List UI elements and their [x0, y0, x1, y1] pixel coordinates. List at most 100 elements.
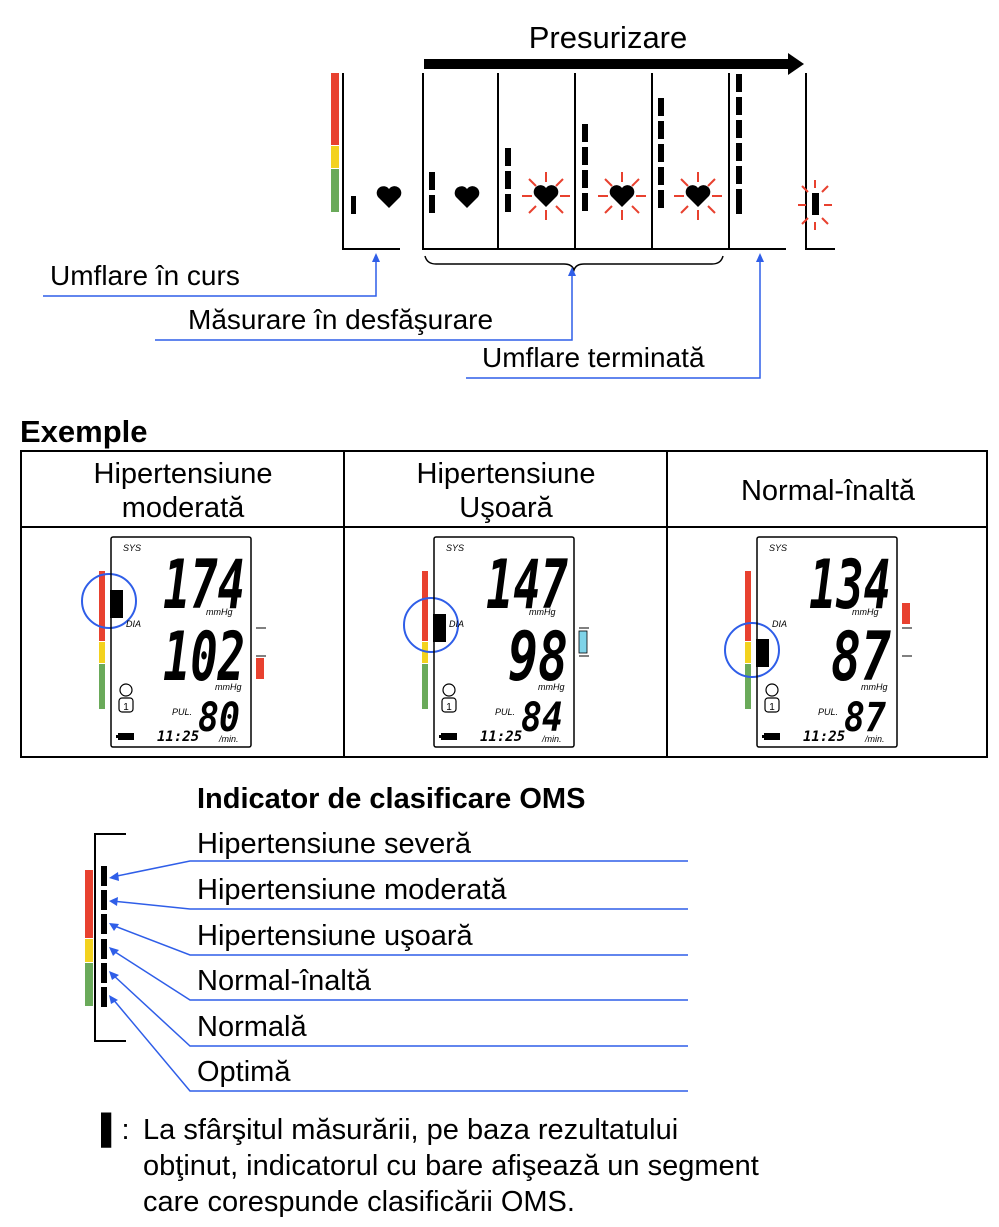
lcd-mmhg-label: mmHg [861, 682, 888, 692]
who-bracket [94, 833, 126, 1042]
note-line-3: care corespunde clasificării OMS. [143, 1186, 575, 1218]
bar-stack [736, 74, 742, 214]
battery-icon [439, 733, 457, 740]
lcd-mmhg-label: mmHg [215, 682, 242, 692]
user-icon: 1 [441, 683, 457, 713]
who-segments [101, 866, 107, 1007]
col2-header-line1: Hipertensiune [417, 458, 596, 490]
who-title: Indicator de clasificare OMS [197, 783, 585, 815]
highlight-circle [81, 573, 137, 629]
pressurize-arrow [424, 53, 804, 75]
lcd-dia-value: 102 [163, 618, 245, 697]
lcd-mmhg-label: mmHg [529, 607, 556, 617]
lcd-dia-value: 98 [508, 618, 568, 697]
col3-header: Normal-înaltă [741, 475, 916, 507]
lcd-sys-value: 134 [809, 546, 891, 625]
who-arrowheads [109, 872, 119, 1004]
col1-header-line1: Hipertensiune [94, 458, 273, 490]
who-level-normal: Normală [197, 1011, 307, 1043]
bar-stack [582, 124, 588, 211]
lcd-frame [110, 536, 252, 748]
examples-table [20, 450, 988, 758]
lcd-example-high-normal: SYS 134 mmHg DIA 87 mmHg 1 PUL. 87 11:25… [724, 536, 912, 748]
col2-header-line2: Uşoară [459, 492, 553, 524]
heart-icon [454, 186, 480, 208]
who-level-mild: Hipertensiune uşoară [197, 920, 474, 952]
callout-lines [43, 260, 761, 379]
lcd-pul-label: PUL. [495, 707, 515, 717]
svg-text:1: 1 [769, 702, 775, 713]
bar-segment [351, 196, 356, 214]
flashing-heart-icon [674, 172, 722, 220]
flashing-heart-icon [598, 172, 646, 220]
label-inflating: Umflare în curs [50, 260, 240, 291]
who-segment [756, 639, 769, 667]
who-segment [433, 614, 446, 642]
display-frames [342, 73, 835, 250]
flashing-heart-icon [522, 172, 570, 220]
bar-segment [429, 172, 435, 190]
examples-heading: Exemple [20, 414, 148, 449]
who-level-severe: Hipertensiune severă [197, 828, 472, 860]
lcd-pul-label: PUL. [172, 707, 192, 717]
who-segment [110, 590, 123, 618]
who-level-high-normal: Normal-înaltă [197, 965, 372, 997]
lcd-mmhg-label: mmHg [538, 682, 565, 692]
lcd-time: 11:25 [803, 729, 845, 745]
lcd-frame [756, 536, 898, 748]
lcd-sys-label: SYS [123, 543, 141, 553]
lcd-example-moderate: SYS 174 mmHg DIA 102 mmHg 1 PUL. 80 11:2… [81, 536, 266, 748]
lcd-time: 11:25 [157, 729, 199, 745]
who-callout-lines [111, 860, 688, 1092]
lcd-sys-label: SYS [446, 543, 464, 553]
lcd-min-label: /min. [864, 734, 885, 744]
side-indicator [578, 630, 588, 654]
battery-icon [116, 733, 134, 740]
who-level-moderate: Hipertensiune moderată [197, 874, 507, 906]
side-indicator [256, 658, 264, 679]
lcd-min-label: /min. [541, 734, 562, 744]
callout-arrowheads [372, 253, 764, 276]
col1-header-line2: moderată [122, 492, 245, 524]
label-measuring: Măsurare în desfăşurare [188, 304, 493, 335]
user-icon: 1 [764, 683, 780, 713]
lcd-time: 11:25 [480, 729, 522, 745]
lcd-pul-value: 84 [521, 695, 563, 741]
note-line-2: obţinut, indicatorul cu bare afişează un… [143, 1150, 759, 1182]
svg-text:1: 1 [446, 702, 452, 713]
lcd-pul-value: 80 [198, 695, 240, 741]
side-indicator [902, 603, 910, 624]
lcd-dia-label: DIA [772, 619, 787, 629]
who-color-scale [85, 870, 93, 1006]
user-icon: 1 [118, 683, 134, 713]
lcd-sys-label: SYS [769, 543, 787, 553]
lcd-min-label: /min. [218, 734, 239, 744]
bar-stack [505, 148, 511, 212]
heart-icon [376, 186, 402, 208]
svg-text:1: 1 [123, 702, 129, 713]
battery-icon [762, 733, 780, 740]
lcd-dia-label: DIA [126, 619, 141, 629]
highlight-circle [403, 597, 459, 653]
pressurize-title: Presurizare [529, 20, 688, 55]
lcd-mmhg-label: mmHg [852, 607, 879, 617]
measuring-bracket [424, 255, 724, 273]
color-scale-top [331, 73, 339, 212]
lcd-frame [433, 536, 575, 748]
flashing-bar-icon [798, 180, 832, 230]
color-scale [422, 571, 428, 709]
lcd-pul-label: PUL. [818, 707, 838, 717]
lcd-mmhg-label: mmHg [206, 607, 233, 617]
note-line-1: La sfârşitul măsurării, pe baza rezultat… [143, 1114, 678, 1146]
lcd-dia-value: 87 [831, 618, 891, 697]
bar-stack [658, 98, 664, 208]
lcd-sys-value: 147 [486, 546, 568, 625]
bar-segment [429, 195, 435, 213]
lcd-sys-value: 174 [163, 546, 245, 625]
color-scale [99, 571, 105, 709]
lcd-example-mild: SYS 147 mmHg DIA 98 mmHg 1 PUL. 84 11:25… [403, 536, 589, 748]
label-inflation-done: Umflare terminată [482, 342, 705, 373]
lcd-dia-label: DIA [449, 619, 464, 629]
highlight-circle [724, 622, 780, 678]
